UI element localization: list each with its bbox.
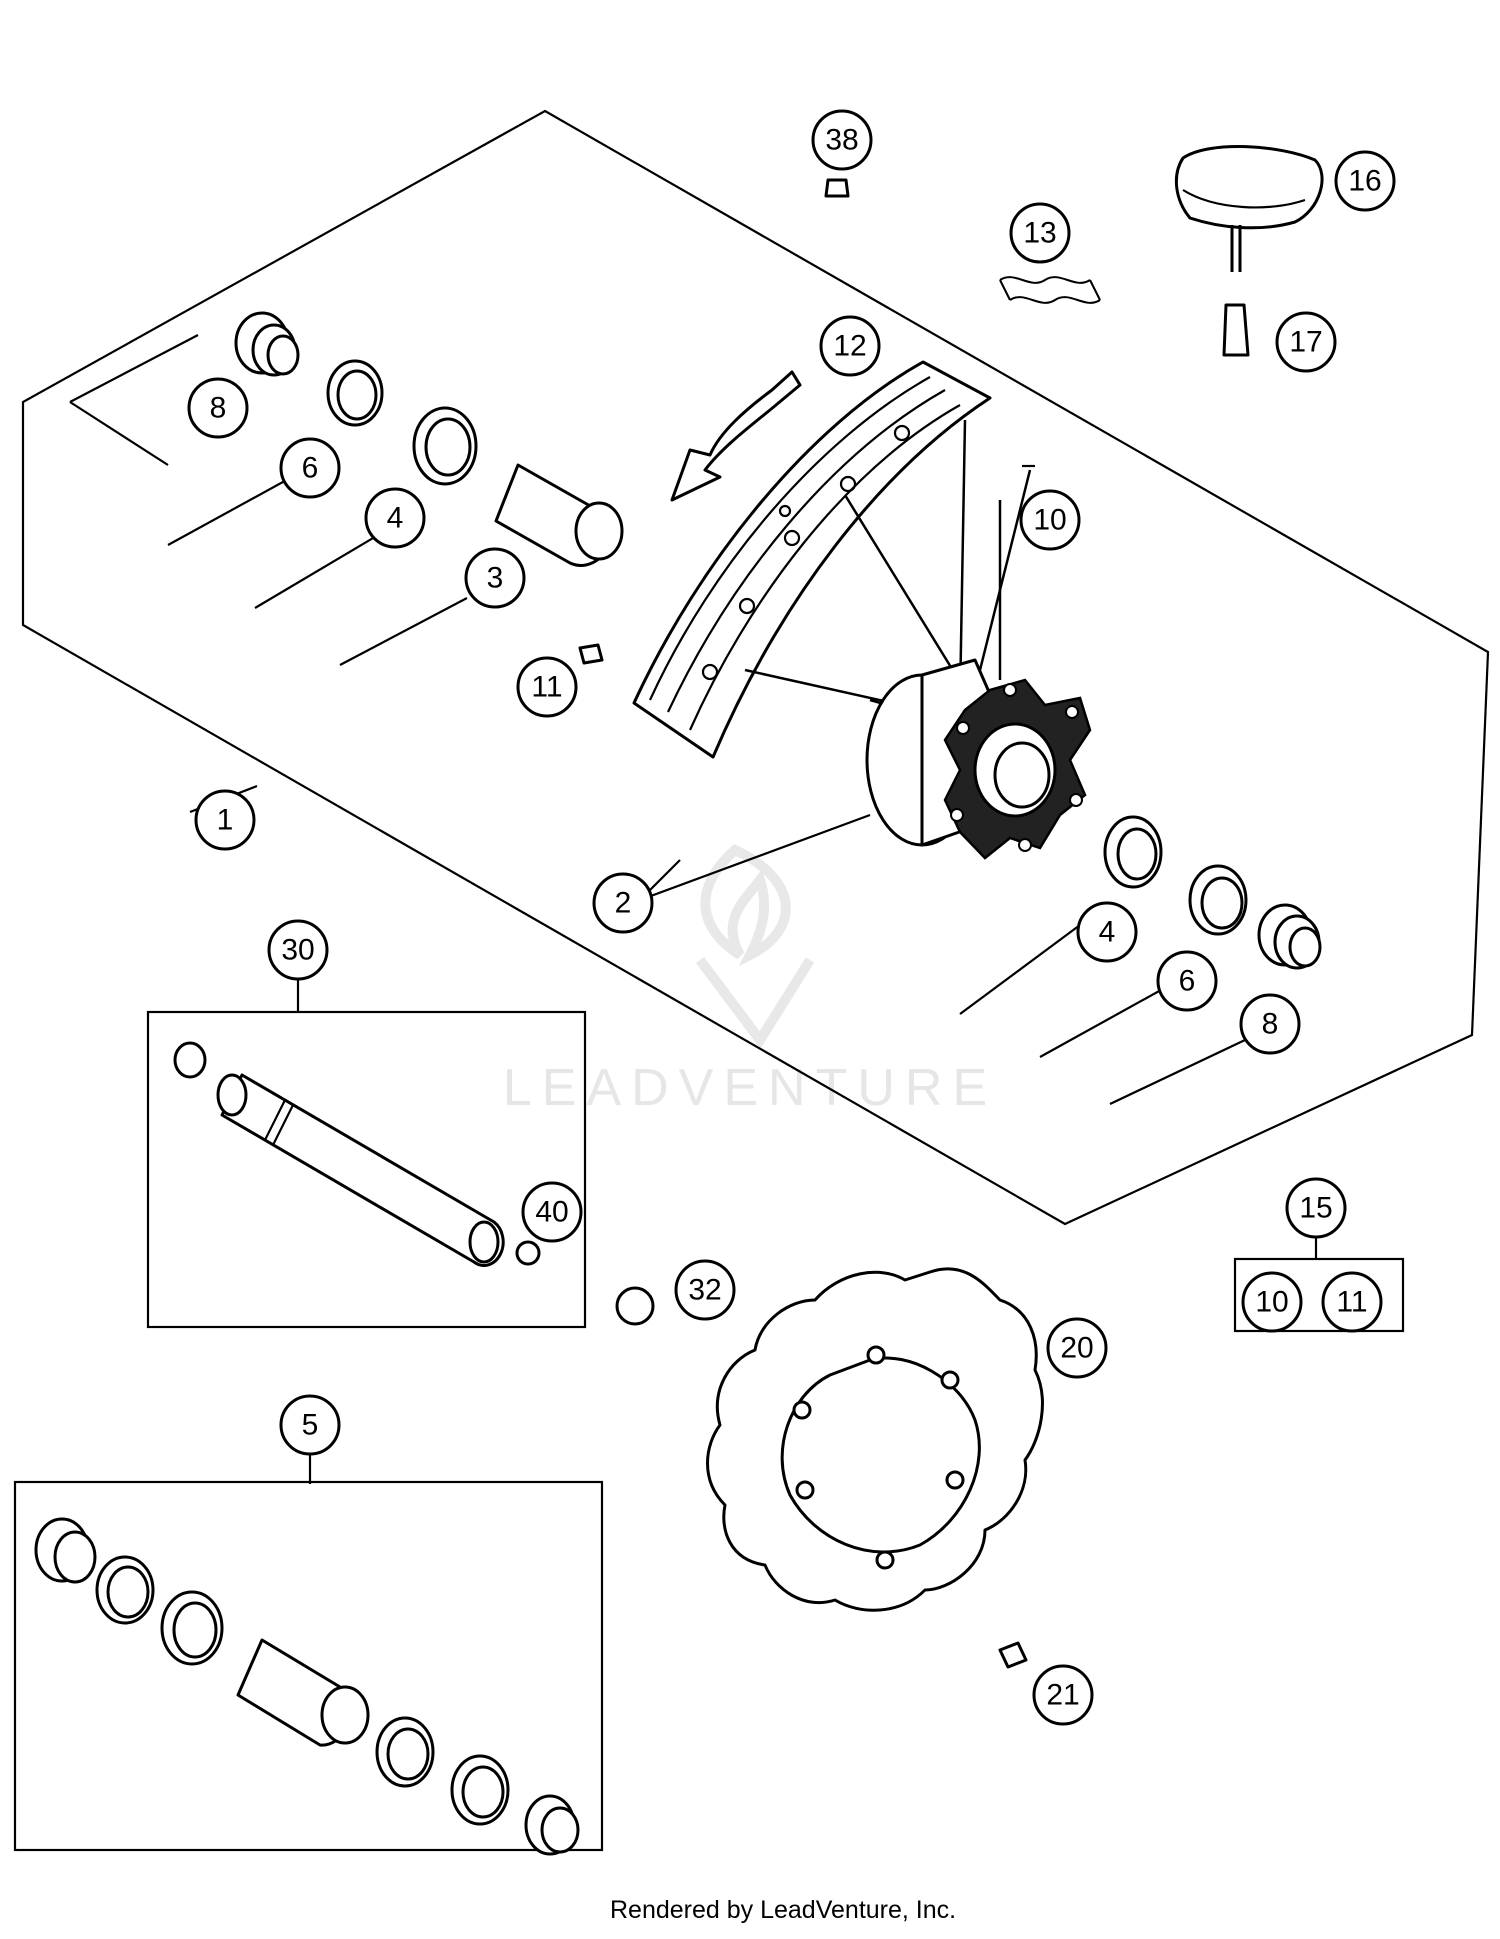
rim-tape <box>999 276 1101 304</box>
inner-tube <box>1174 145 1324 272</box>
callout-6-right: 6 <box>1156 950 1218 1012</box>
callout-15-11: 11 <box>1321 1271 1383 1333</box>
nipple <box>1222 303 1250 357</box>
callout-13: 13 <box>1009 202 1071 264</box>
svg-text:11: 11 <box>1336 1286 1367 1319</box>
svg-text:40: 40 <box>535 1196 568 1229</box>
callout-32: 32 <box>674 1259 736 1321</box>
disc-bolt <box>998 1641 1028 1669</box>
axle-nut <box>615 1286 655 1326</box>
callout-5: 5 <box>279 1394 341 1456</box>
axle-kit-frame <box>146 1010 587 1329</box>
callout-3: 3 <box>464 547 526 609</box>
right-bearing-stack <box>1103 815 1322 970</box>
rim <box>632 360 992 759</box>
left-bearing-stack <box>234 311 624 567</box>
callout-4-right: 4 <box>1076 901 1138 963</box>
callout-8-right: 8 <box>1239 993 1301 1055</box>
svg-text:38: 38 <box>825 124 858 157</box>
callout-20: 20 <box>1046 1317 1108 1379</box>
callout-15-10: 10 <box>1241 1271 1303 1333</box>
callout-10: 10 <box>1019 489 1081 551</box>
svg-text:15: 15 <box>1299 1192 1332 1225</box>
bearing-kit <box>34 1517 580 1856</box>
svg-text:1: 1 <box>217 804 234 837</box>
callout-11: 11 <box>516 656 578 718</box>
callout-2: 2 <box>592 872 654 934</box>
callout-1: 1 <box>194 789 256 851</box>
svg-text:10: 10 <box>1255 1286 1288 1319</box>
svg-text:5: 5 <box>302 1409 319 1442</box>
callout-30: 30 <box>267 919 329 981</box>
callout-4-left: 4 <box>364 487 426 549</box>
callout-38: 38 <box>811 109 873 171</box>
leader-lines <box>69 334 1318 1484</box>
spoke-kit-frame <box>1233 1257 1405 1333</box>
spoke-nipple <box>578 643 604 665</box>
valve-cap <box>824 178 850 198</box>
callout-21: 21 <box>1032 1664 1094 1726</box>
callout-6-left: 6 <box>279 437 341 499</box>
svg-text:11: 11 <box>531 671 562 704</box>
svg-text:8: 8 <box>1262 1008 1279 1041</box>
svg-text:16: 16 <box>1348 165 1381 198</box>
hub <box>865 658 1092 860</box>
callout-12: 12 <box>819 315 881 377</box>
svg-text:13: 13 <box>1023 217 1056 250</box>
svg-text:6: 6 <box>302 452 319 485</box>
brake-disc <box>706 1267 1044 1612</box>
svg-text:20: 20 <box>1060 1332 1093 1365</box>
callout-8-left: 8 <box>187 377 249 439</box>
callout-15: 15 <box>1285 1177 1347 1239</box>
svg-text:32: 32 <box>688 1274 721 1307</box>
svg-text:4: 4 <box>387 502 404 535</box>
svg-text:10: 10 <box>1033 504 1066 537</box>
svg-text:21: 21 <box>1046 1679 1079 1712</box>
footer-credit: Rendered by LeadVenture, Inc. <box>610 1896 957 1924</box>
svg-text:2: 2 <box>615 887 632 920</box>
svg-text:30: 30 <box>281 934 314 967</box>
axle-kit <box>173 1041 541 1267</box>
svg-text:8: 8 <box>210 392 227 425</box>
callout-17: 17 <box>1275 311 1337 373</box>
svg-text:17: 17 <box>1289 326 1322 359</box>
svg-text:4: 4 <box>1099 916 1116 949</box>
watermark-text: LEADVENTURE <box>502 1059 998 1117</box>
callout-40: 40 <box>521 1181 583 1243</box>
svg-text:12: 12 <box>833 330 866 363</box>
bearing-kit-frame <box>13 1480 604 1852</box>
callout-16: 16 <box>1334 150 1396 212</box>
rotation-arrow <box>670 370 802 502</box>
svg-text:3: 3 <box>487 562 504 595</box>
svg-text:6: 6 <box>1179 965 1196 998</box>
watermark-logo <box>696 844 815 1049</box>
wheel-assembly-frame <box>21 109 1490 1226</box>
